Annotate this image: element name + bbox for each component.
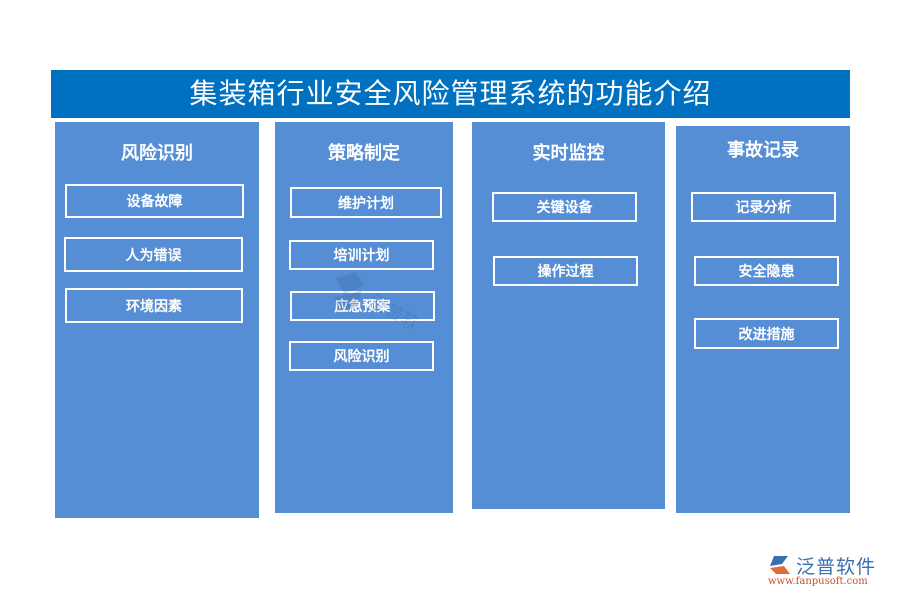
panel-title: 风险识别: [121, 143, 193, 164]
item-key-equipment[interactable]: 关键设备: [492, 192, 637, 222]
panel-title: 事故记录: [727, 140, 799, 161]
item-operation-process[interactable]: 操作过程: [493, 256, 638, 286]
item-equipment-failure[interactable]: 设备故障: [65, 184, 244, 218]
brand-logo: 泛普软件 www.fanpusoft.com: [768, 552, 893, 592]
panel-title: 策略制定: [328, 143, 400, 164]
panel-risk-identification: 风险识别 设备故障 人为错误 环境因素: [55, 122, 259, 518]
fanpu-logo-icon: [770, 556, 790, 574]
item-training-plan[interactable]: 培训计划: [289, 240, 434, 270]
item-emergency-plan[interactable]: 应急预案: [290, 291, 435, 321]
brand-url: www.fanpusoft.com: [768, 576, 868, 587]
item-safety-hazards[interactable]: 安全隐患: [694, 256, 839, 286]
brand-name: 泛普软件: [796, 556, 877, 578]
panel-strategy: 策略制定 维护计划 培训计划 应急预案 风险识别: [275, 122, 453, 513]
panel-title: 实时监控: [532, 143, 605, 164]
panel-incident-records: 事故记录 记录分析 安全隐患 改进措施: [676, 126, 850, 513]
item-maintenance-plan[interactable]: 维护计划: [290, 187, 442, 218]
page-title: 集装箱行业安全风险管理系统的功能介绍: [51, 70, 850, 118]
item-human-error[interactable]: 人为错误: [64, 237, 243, 272]
item-risk-identification[interactable]: 风险识别: [289, 341, 434, 371]
item-environmental-factors[interactable]: 环境因素: [65, 288, 243, 323]
panel-realtime-monitoring: 实时监控 关键设备 操作过程: [472, 122, 665, 509]
item-record-analysis[interactable]: 记录分析: [691, 192, 836, 222]
item-improvement-measures[interactable]: 改进措施: [694, 318, 839, 349]
